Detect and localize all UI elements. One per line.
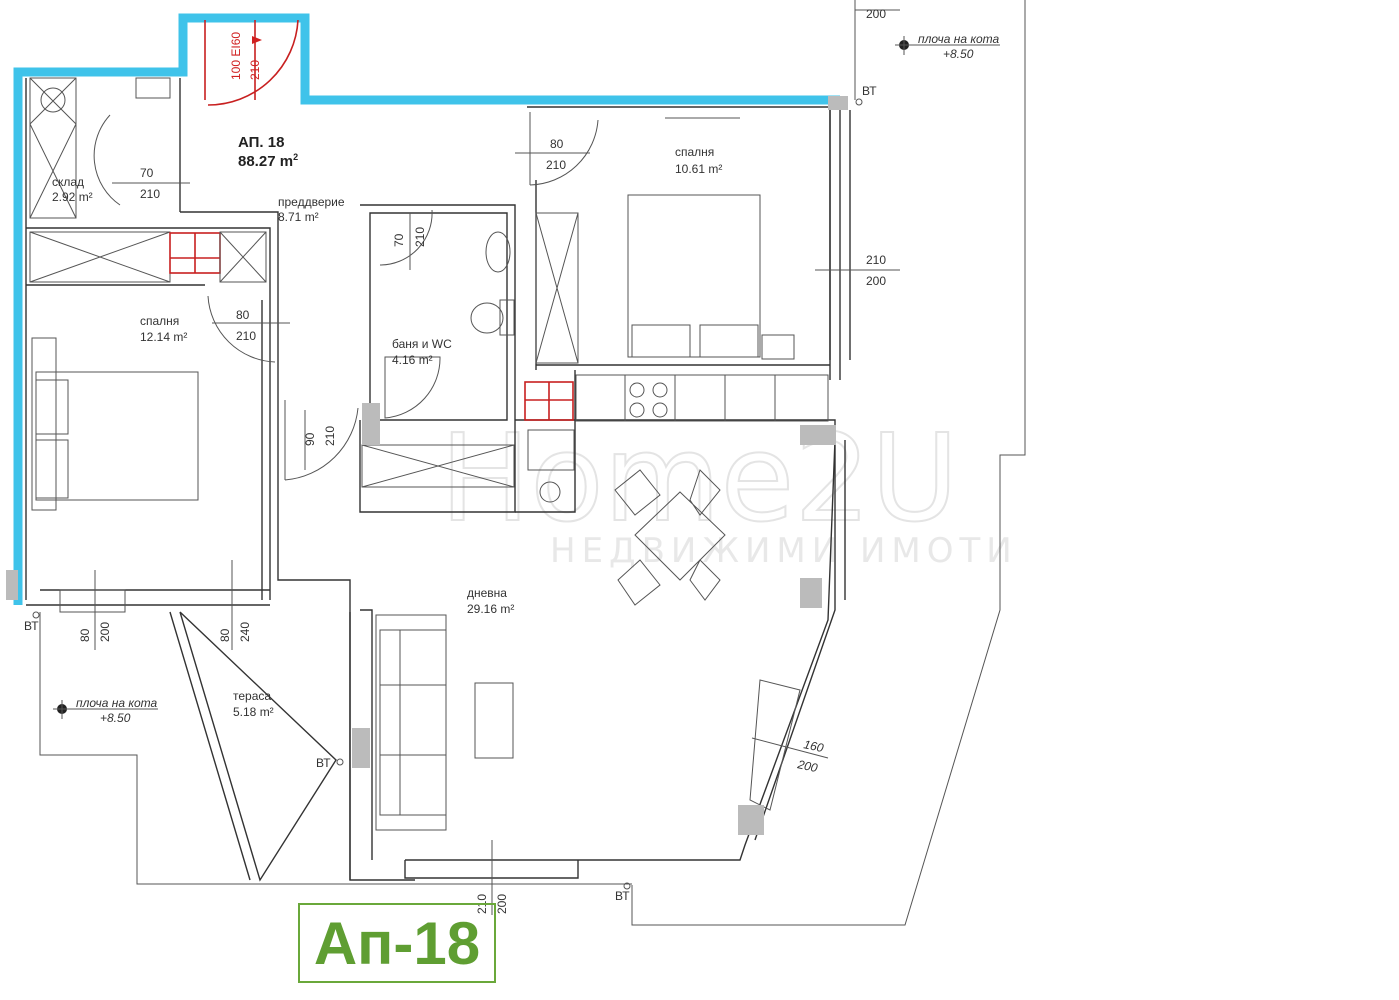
entrance-arrow-icon xyxy=(252,36,262,44)
door-living-width: 90 xyxy=(303,432,317,446)
room-name-storage: склад xyxy=(52,175,84,189)
door-living-height: 210 xyxy=(323,426,337,446)
apartment-area: 88.27 m2 xyxy=(238,152,298,170)
room-area-hallway: 8.71 m² xyxy=(278,210,319,224)
door-bedroom1-height: 210 xyxy=(236,329,256,343)
highlighted-wall xyxy=(13,13,840,605)
room-area-bathroom: 4.16 m² xyxy=(392,353,433,367)
entrance-door-swing xyxy=(204,19,299,106)
door-entrance-height: 210 xyxy=(248,60,262,80)
room-name-living: дневна xyxy=(467,586,507,600)
room-area-storage: 2.92 m² xyxy=(52,190,93,204)
watermark: Home2U НЕДВИЖИМИ ИМОТИ xyxy=(439,409,1018,571)
apartment-badge: Ап-18 xyxy=(298,903,496,983)
window-top-height: 200 xyxy=(866,7,886,21)
room-labels: склад 2.92 m² преддверие 8.71 m² спалня … xyxy=(52,145,722,719)
drain-marker: ВТ xyxy=(862,84,877,98)
window-living-corner-height: 200 xyxy=(795,757,819,775)
window-bedroom1-height: 200 xyxy=(98,622,112,642)
window-living-corner-width: 160 xyxy=(802,737,825,755)
window-bedroom2-width: 210 xyxy=(866,253,886,267)
room-area-bedroom-1: 12.14 m² xyxy=(140,330,187,344)
room-name-terrace: тераса xyxy=(233,689,271,703)
watermark-brand: Home2U xyxy=(440,410,959,549)
drain-marker: ВТ xyxy=(316,756,331,770)
window-dimensions: 210 200 80 200 80 240 160 200 210 200 20… xyxy=(78,7,886,914)
slab-note-left: плоча на кота +8.50 xyxy=(53,696,158,725)
door-storage-width: 70 xyxy=(140,166,154,180)
door-terrace-width: 80 xyxy=(218,628,232,642)
slab-note-level: +8.50 xyxy=(943,47,974,61)
dimension-lines xyxy=(94,9,900,915)
room-name-hallway: преддверие xyxy=(278,195,345,209)
door-bath-height: 210 xyxy=(413,227,427,247)
room-name-bathroom: баня и WC xyxy=(392,337,452,351)
room-area-bedroom-2: 10.61 m² xyxy=(675,162,722,176)
door-terrace-height: 240 xyxy=(238,622,252,642)
drain-marker: ВТ xyxy=(24,619,39,633)
window-living-south-height: 200 xyxy=(495,894,509,914)
outer-lines xyxy=(39,0,1026,926)
room-area-terrace: 5.18 m² xyxy=(233,705,274,719)
window-bedroom2-height: 200 xyxy=(866,274,886,288)
door-dimensions: 100 EI60 210 70 210 80 210 70 210 80 210… xyxy=(140,32,566,446)
door-bedroom2-height: 210 xyxy=(546,158,566,172)
room-area-living: 29.16 m² xyxy=(467,602,514,616)
slab-note-right: плоча на кота +8.50 xyxy=(895,32,1000,61)
room-name-bedroom-1: спалня xyxy=(140,314,179,328)
watermark-tagline: НЕДВИЖИМИ ИМОТИ xyxy=(550,531,1018,571)
apartment-title: АП. 18 xyxy=(238,134,284,151)
room-name-bedroom-2: спалня xyxy=(675,145,714,159)
slab-note-label: плоча на кота xyxy=(76,696,158,710)
window-bedroom1-width: 80 xyxy=(78,628,92,642)
door-storage-height: 210 xyxy=(140,187,160,201)
slab-note-label: плоча на кота xyxy=(918,32,1000,46)
door-bedroom1-width: 80 xyxy=(236,308,250,322)
door-bedroom2-width: 80 xyxy=(550,137,564,151)
door-bath-width: 70 xyxy=(392,233,406,247)
door-entrance-width: 100 EI60 xyxy=(229,32,243,80)
drain-marker: ВТ xyxy=(615,889,630,903)
slab-note-level: +8.50 xyxy=(100,711,131,725)
furniture xyxy=(6,77,848,835)
drain-markers: ВТ ВТ ВТ ВТ xyxy=(24,84,877,903)
